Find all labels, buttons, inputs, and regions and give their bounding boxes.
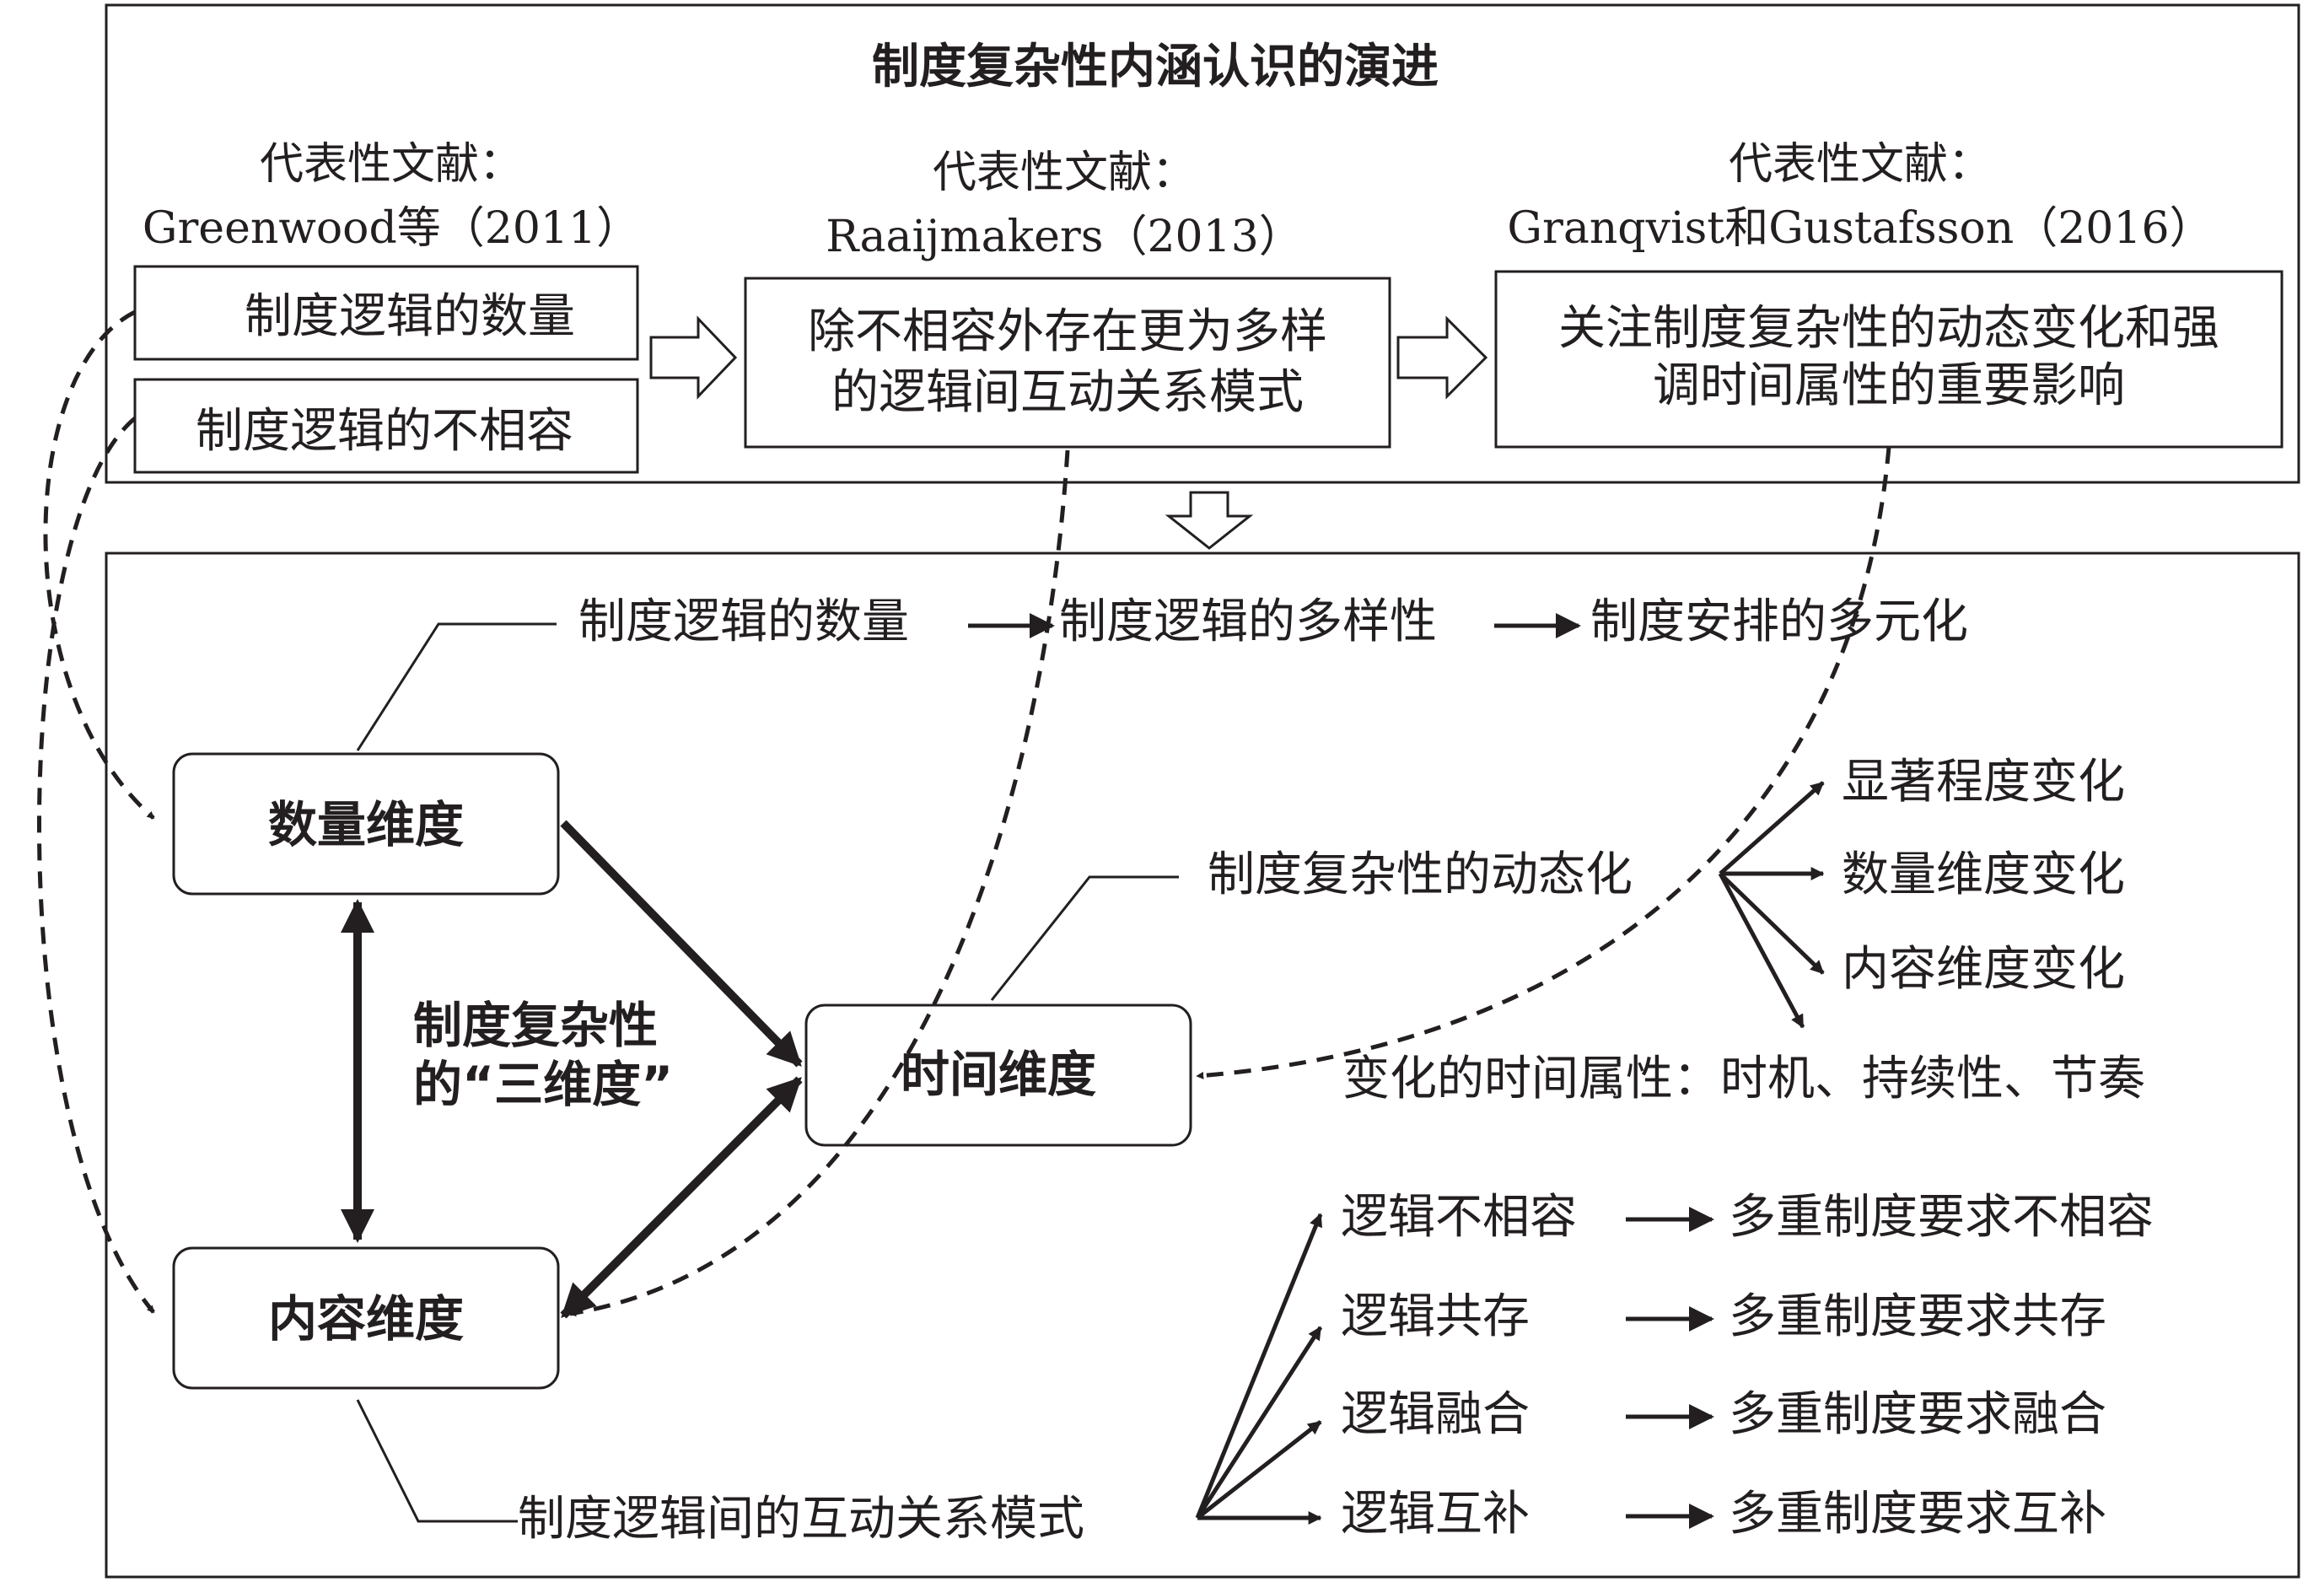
- stage3-box: [1494, 270, 2284, 449]
- stage3-line1: 关注制度复杂性的动态变化和强: [1558, 301, 2219, 356]
- stage2-ref-source: Raaijmakers（2013）: [826, 212, 1303, 262]
- stage3-line2: 调时间属性的重要影响: [1653, 358, 2125, 413]
- panel-transition-arrow: [1165, 491, 1254, 550]
- evolution-frame: [105, 3, 2300, 484]
- dashed-link-stage2-to-content: [568, 449, 1070, 1317]
- framework-panel: 制度逻辑的数量 制度逻辑的多样性 制度安排的多元化 数量维度 内容维度 时间维度…: [105, 552, 2300, 1579]
- logic-complement: 逻辑互补: [1341, 1487, 1530, 1542]
- three-dimensions-line1: 制度复杂性: [413, 997, 658, 1054]
- time-dimension-label: 时间维度: [901, 1046, 1096, 1103]
- dashed-link-stage1-to-content: [36, 417, 155, 1314]
- logic-coexist: 逻辑共存: [1341, 1289, 1530, 1344]
- stage1-ref-label: 代表性文献：: [260, 139, 523, 190]
- chain-pluralism: 制度安排的多元化: [1590, 595, 1968, 649]
- content-connector: [356, 1399, 518, 1523]
- dynamics-arrow-attributes: [1718, 872, 1805, 1029]
- logic-incompatible: 逻辑不相容: [1341, 1190, 1577, 1245]
- stage3-ref-source: Granqvist和Gustafsson（2016）: [1507, 203, 2213, 254]
- requirement-incompatible: 多重制度要求不相容: [1729, 1190, 2154, 1245]
- stage3-ref-label: 代表性文献：: [1729, 139, 1992, 190]
- quantity-dimension-label: 数量维度: [268, 796, 464, 853]
- content-time-double-arrow: [560, 1076, 803, 1319]
- time-connector: [990, 875, 1179, 1001]
- time-dynamics-label: 制度复杂性的动态化: [1208, 848, 1633, 902]
- requirement-coexist: 多重制度要求共存: [1729, 1289, 2106, 1344]
- chain-connector: [356, 622, 557, 751]
- time-dimension-box: [804, 1004, 1192, 1147]
- framework-frame: [105, 552, 2300, 1579]
- stage1-box-quantity: [133, 265, 639, 361]
- stage2-to-stage3-arrow: [1396, 315, 1488, 400]
- stage2-line1: 除不相容外存在更为多样: [808, 304, 1327, 359]
- interaction-patterns-label: 制度逻辑间的互动关系模式: [518, 1492, 1084, 1547]
- stage1-box-incompatibility: [133, 378, 639, 474]
- change-salience: 显著程度变化: [1842, 755, 2125, 810]
- stage1-item-quantity: 制度逻辑的数量: [245, 289, 575, 344]
- time-attributes: 变化的时间属性：时机、持续性、节奏: [1342, 1052, 2145, 1106]
- evolution-title: 制度复杂性内涵认识的演进: [872, 39, 1439, 94]
- pattern-arrow-fusion: [1196, 1420, 1322, 1520]
- quantity-dimension-box: [172, 752, 560, 896]
- dynamics-arrow-salience: [1719, 781, 1825, 875]
- dashed-link-stage3-to-time: [1196, 446, 1891, 1079]
- dashed-link-stage1-to-quantity: [43, 309, 155, 820]
- pattern-arrow-coexist: [1195, 1326, 1323, 1520]
- dynamics-arrow-content: [1719, 872, 1825, 975]
- evolution-panel: 制度复杂性内涵认识的演进 代表性文献： Greenwood等（2011） 制度逻…: [105, 3, 2300, 484]
- stage2-box: [744, 277, 1391, 449]
- stage2-line2: 的逻辑间互动关系模式: [831, 365, 1304, 420]
- content-dimension-box: [172, 1246, 560, 1390]
- stage1-item-incompatibility: 制度逻辑的不相容: [196, 404, 573, 459]
- chain-quantity: 制度逻辑的数量: [578, 595, 909, 649]
- stage2-ref-label: 代表性文献：: [933, 148, 1196, 198]
- requirement-fusion: 多重制度要求融合: [1729, 1387, 2106, 1442]
- three-dimensions-line2: 的“三维度”: [413, 1056, 673, 1113]
- change-quantity: 数量维度变化: [1842, 848, 2125, 902]
- chain-diversity: 制度逻辑的多样性: [1059, 595, 1437, 649]
- change-content: 内容维度变化: [1842, 942, 2125, 997]
- requirement-complement: 多重制度要求互补: [1729, 1487, 2106, 1542]
- pattern-arrow-incompatible: [1195, 1213, 1323, 1519]
- stage1-ref-source: Greenwood等（2011）: [143, 203, 640, 254]
- quantity-to-time-arrow: [560, 820, 803, 1068]
- stage1-to-stage2-arrow: [649, 315, 738, 400]
- content-dimension-label: 内容维度: [268, 1290, 464, 1348]
- logic-fusion: 逻辑融合: [1341, 1387, 1530, 1442]
